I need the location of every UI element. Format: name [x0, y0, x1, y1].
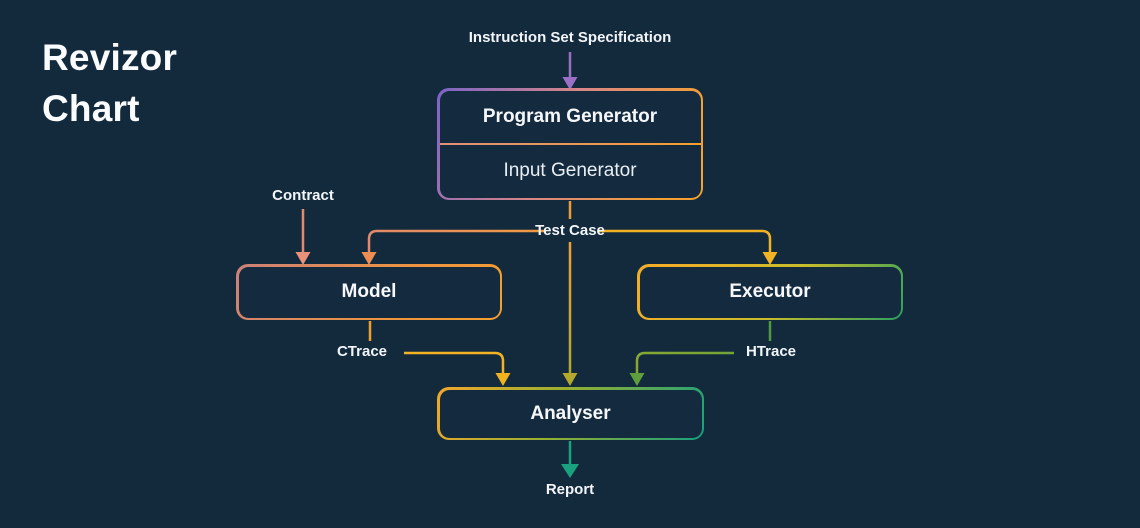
label-htrace: HTrace — [745, 343, 797, 360]
arrowhead-report — [561, 464, 579, 478]
label-contract: Contract — [272, 187, 334, 204]
title-line-2: Chart — [42, 88, 140, 130]
arrowhead-testcase-model — [361, 252, 377, 265]
connector-htrace-to-analyser — [635, 351, 734, 374]
arrowhead-testcase-executor — [762, 252, 778, 265]
node-program-generator: Program Generator — [482, 105, 658, 127]
connector-ctrace-to-analyser — [404, 351, 505, 374]
connector-testcase-to-executor — [598, 229, 772, 253]
page-title: Revizor Chart — [42, 32, 177, 134]
arrowhead-htrace — [629, 373, 645, 386]
arrowhead-iss — [562, 77, 578, 90]
node-executor: Executor — [637, 264, 903, 320]
node-model-label: Model — [341, 281, 397, 302]
node-executor-label: Executor — [729, 281, 811, 302]
node-generator: Program Generator Input Generator — [437, 88, 703, 200]
arrowhead-ctrace — [495, 373, 511, 386]
node-analyser: Analyser — [437, 387, 704, 440]
arrowhead-testcase-analyser — [562, 373, 578, 386]
title-line-1: Revizor — [42, 37, 178, 78]
label-instruction-set-specification: Instruction Set Specification — [468, 29, 672, 46]
label-ctrace: CTrace — [336, 343, 388, 360]
node-input-generator: Input Generator — [503, 160, 637, 182]
node-model: Model — [236, 264, 502, 320]
label-test-case: Test Case — [535, 222, 605, 239]
node-analyser-label: Analyser — [530, 402, 611, 424]
label-report: Report — [545, 481, 595, 498]
arrowhead-contract — [295, 252, 311, 265]
generator-divider — [439, 142, 701, 146]
connector-testcase-to-model — [367, 229, 544, 253]
